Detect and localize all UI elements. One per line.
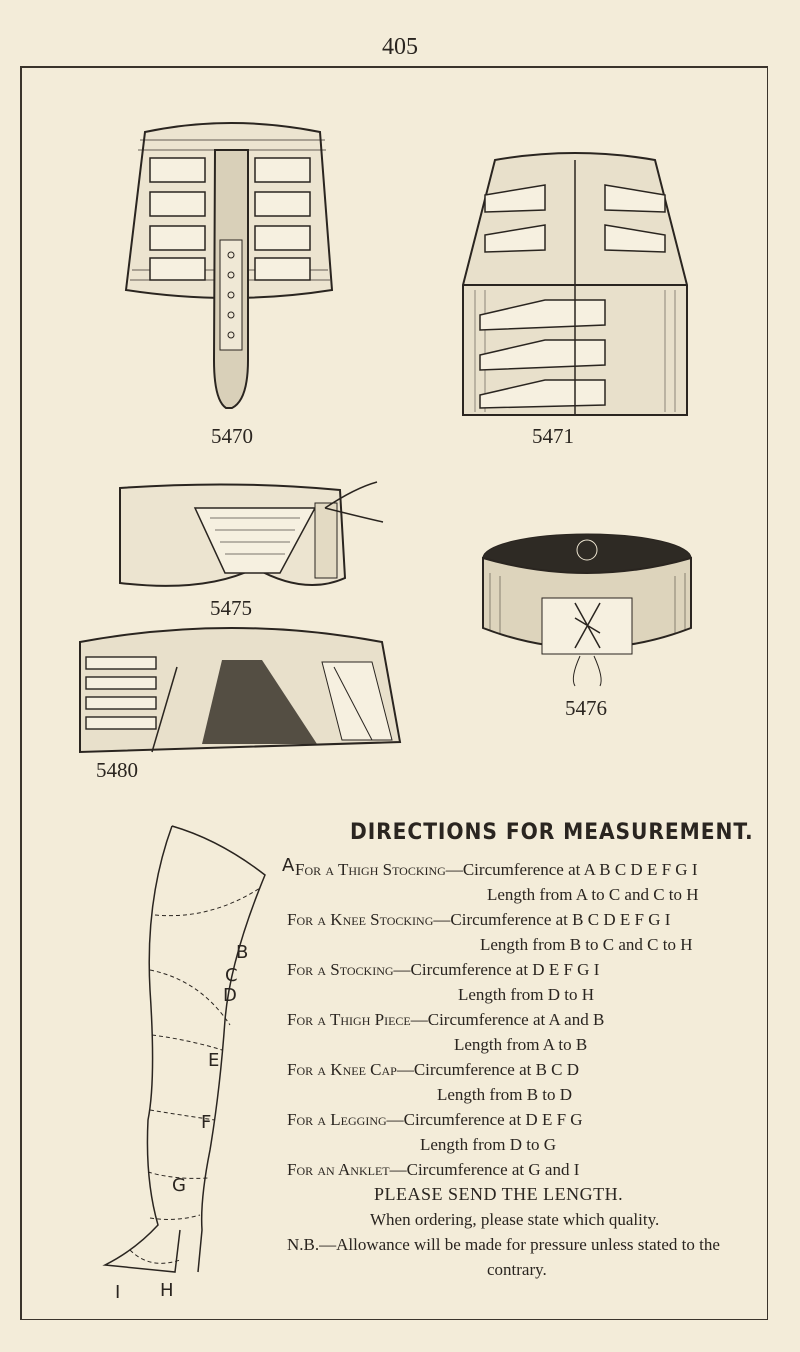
nb-note-line-1: N.B.—Allowance will be made for pressure… — [287, 1235, 720, 1254]
illustration-5476 — [482, 533, 692, 687]
figure-label-5471: 5471 — [532, 424, 574, 448]
leg-label-b: B — [236, 942, 249, 963]
leg-label-d: D — [223, 985, 237, 1006]
directions-heading: DIRECTIONS FOR MEASUREMENT. — [350, 820, 754, 845]
measurement-line: For a Stocking—Circumference at D E F G … — [287, 960, 600, 979]
nb-note-line-2: contrary. — [487, 1260, 547, 1279]
measurement-line: For a Thigh Stocking—Circumference at A … — [295, 860, 698, 879]
illustration-5475 — [119, 481, 384, 587]
illustration-5471 — [462, 152, 688, 416]
measurement-line: For a Knee Cap—Circumference at B C D — [287, 1060, 580, 1079]
measurement-line: For a Knee Stocking—Circumference at B C… — [287, 910, 671, 929]
figure-label-5475: 5475 — [210, 596, 252, 620]
illustration-5470 — [124, 122, 334, 409]
leg-label-f: F — [201, 1112, 212, 1133]
leg-label-c: C — [225, 965, 238, 986]
measurement-line: Length from A to C and C to H — [487, 885, 699, 904]
illustration-5480 — [79, 627, 402, 754]
send-length-notice: PLEASE SEND THE LENGTH. — [374, 1184, 624, 1204]
measurement-line: For a Legging—Circumference at D E F G — [287, 1110, 583, 1129]
leg-label-g: G — [172, 1175, 186, 1196]
leg-label-i: I — [115, 1282, 121, 1303]
measurement-line: Length from D to H — [458, 985, 594, 1004]
bottom-rule — [20, 1319, 768, 1320]
order-note: When ordering, please state which qualit… — [370, 1210, 660, 1229]
leg-label-h: H — [160, 1280, 174, 1301]
measurement-line: For a Thigh Piece—Circumference at A and… — [287, 1010, 605, 1029]
figure-label-5476: 5476 — [565, 696, 607, 720]
measurement-line: Length from D to G — [420, 1135, 556, 1154]
leg-label-e: E — [208, 1050, 220, 1071]
leg-measurement-diagram — [102, 825, 266, 1273]
figure-label-5470: 5470 — [211, 424, 253, 448]
page-number: 405 — [382, 34, 418, 60]
measurement-line: For an Anklet—Circumference at G and I — [287, 1160, 580, 1179]
measurement-line: Length from A to B — [454, 1035, 588, 1054]
top-rule — [20, 66, 768, 68]
figure-label-5480: 5480 — [96, 758, 138, 782]
left-rule — [20, 66, 22, 1320]
measurement-line: Length from B to D — [437, 1085, 573, 1104]
right-rule — [767, 66, 768, 1320]
measurement-line: Length from B to C and C to H — [480, 935, 693, 954]
leg-label-a: A — [282, 855, 295, 876]
